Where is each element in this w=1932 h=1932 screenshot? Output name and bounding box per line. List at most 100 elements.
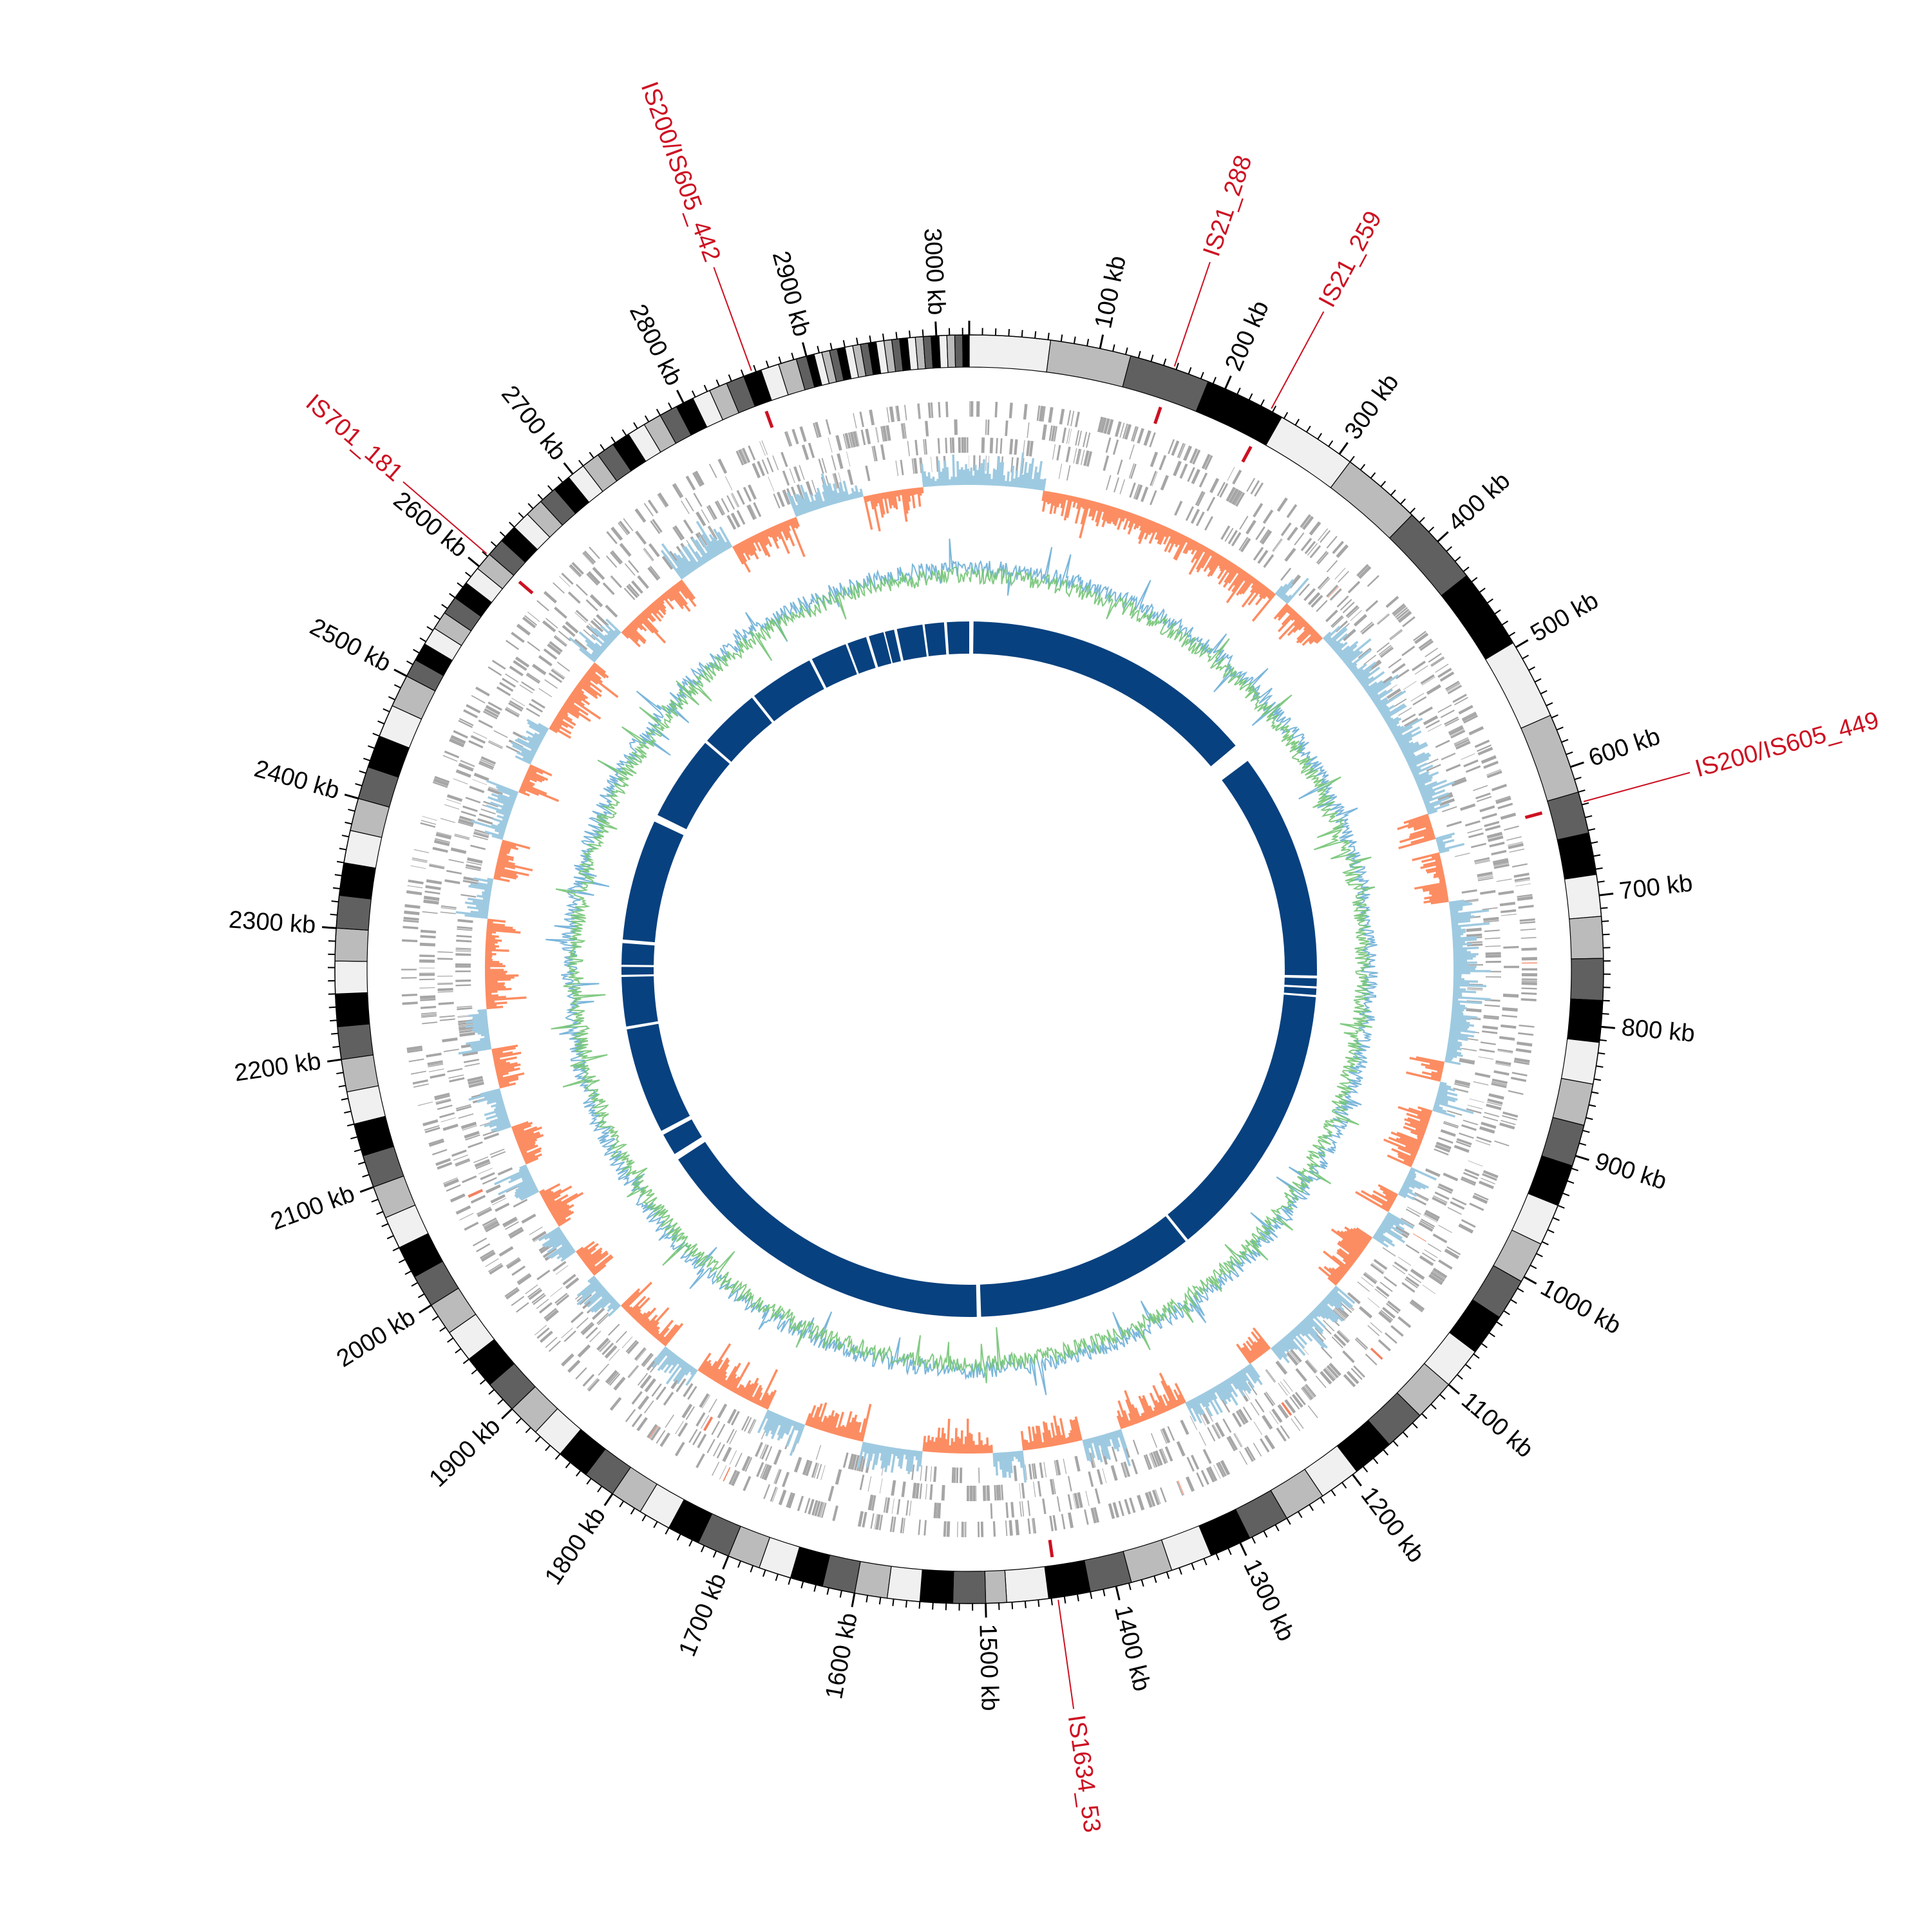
gc-skew-positive-bar — [544, 1233, 565, 1248]
gene-tile — [806, 481, 813, 497]
gene-tile — [1143, 430, 1151, 446]
gene-tile — [637, 1372, 649, 1386]
gc-skew-positive-bar — [1329, 639, 1338, 648]
gc-skew-positive-bar — [988, 473, 991, 486]
minor-tick — [1454, 556, 1461, 562]
gc-skew-positive-bar — [1452, 938, 1477, 942]
gc-skew-positive-bar — [1390, 724, 1401, 733]
gc-skew-negative-bar — [820, 1416, 828, 1431]
gc-skew-positive-bar — [790, 495, 800, 516]
gene-tile — [1066, 410, 1072, 426]
gc-skew-negative-bar — [1417, 1114, 1430, 1121]
gene-tile — [1479, 1126, 1495, 1134]
gc-skew-negative-bar — [867, 495, 871, 502]
gc-skew-positive-bar — [1408, 1170, 1417, 1177]
gene-tile — [1426, 684, 1441, 695]
gc-skew-positive-bar — [695, 539, 710, 562]
minor-tick — [1428, 526, 1435, 533]
gc-skew-positive-bar — [1448, 899, 1464, 904]
gc-skew-negative-bar — [1227, 566, 1241, 584]
gc-skew-negative-bar — [1328, 1267, 1343, 1280]
gc-skew-positive-bar — [943, 460, 947, 486]
gc-skew-positive-bar — [1244, 1367, 1257, 1384]
gc-skew-negative-bar — [678, 580, 694, 601]
gene-tile — [444, 750, 460, 759]
gene-tile — [608, 1323, 620, 1336]
gc-skew-negative-bar — [1433, 874, 1444, 878]
minor-tick — [1112, 344, 1115, 352]
gene-tile — [1419, 1220, 1434, 1229]
gene-tile — [1286, 1352, 1299, 1366]
gene-tile — [643, 503, 654, 516]
gene-tile — [643, 1400, 654, 1414]
gene-tile — [1206, 1467, 1215, 1482]
gene-tile — [475, 687, 490, 697]
minor-tick — [1037, 1600, 1040, 1607]
gc-skew-positive-bar — [472, 1017, 488, 1021]
gc-skew-positive-bar — [946, 467, 949, 486]
tick-label: 3000 kb — [918, 227, 950, 316]
gc-skew-positive-bar — [497, 788, 517, 798]
gene-tile — [859, 1474, 865, 1490]
gene-tile — [1257, 549, 1269, 564]
minor-tick — [359, 770, 366, 774]
ideogram-band — [954, 334, 963, 368]
gc-skew-positive-bar — [1406, 1174, 1416, 1180]
gene-tile — [547, 643, 562, 656]
gc-skew-negative-bar — [855, 1421, 862, 1441]
gc-skew-positive-bar — [1204, 1391, 1220, 1416]
minor-tick — [1412, 1422, 1418, 1429]
gc-skew-negative-bar — [575, 1246, 584, 1254]
gene-tile — [628, 1365, 639, 1379]
gc-skew-positive-bar — [1338, 641, 1359, 658]
gene-tile — [448, 858, 464, 864]
gc-skew-negative-bar — [1336, 1249, 1355, 1264]
gene-tile — [761, 1444, 769, 1460]
gene-tile — [956, 1467, 959, 1483]
major-tick — [676, 390, 685, 404]
ideogram-band — [334, 927, 369, 962]
gene-tile — [433, 839, 450, 847]
gene-tile — [1283, 1379, 1293, 1392]
gc-skew-positive-bar — [1327, 626, 1347, 645]
gene-tile — [483, 800, 498, 808]
gene-tile — [1432, 1267, 1448, 1279]
gc-skew-negative-bar — [1391, 1148, 1416, 1160]
gc-skew-positive-bar — [601, 1296, 614, 1309]
gc-skew-positive-bar — [1365, 680, 1383, 694]
gene-tile — [412, 1079, 428, 1085]
gene-tile — [1326, 536, 1338, 549]
gene-tile — [460, 759, 475, 767]
gc-skew-negative-bar — [703, 1363, 712, 1375]
gene-tile — [1205, 1408, 1213, 1422]
gc-skew-positive-bar — [1421, 790, 1435, 798]
gene-tile — [732, 493, 740, 507]
gc-skew-negative-bar — [570, 692, 582, 703]
gc-skew-positive-bar — [1401, 743, 1420, 754]
gc-skew-positive-bar — [485, 804, 511, 815]
minor-tick — [1488, 1332, 1495, 1338]
gc-skew-negative-bar — [1414, 823, 1432, 831]
gc-skew-positive-bar — [1325, 636, 1332, 643]
gc-skew-positive-bar — [484, 830, 504, 838]
minor-tick — [1073, 336, 1076, 344]
gene-tile — [1441, 753, 1456, 761]
gene-tile — [696, 1453, 705, 1468]
gene-tile — [1084, 1509, 1089, 1525]
gene-tile — [457, 926, 473, 930]
gc-skew-positive-bar — [491, 793, 515, 804]
gene-tile — [404, 904, 421, 909]
gc-skew-positive-bar — [802, 498, 810, 513]
gene-tile — [1474, 859, 1490, 864]
gene-tile — [882, 426, 888, 442]
gc-skew-positive-bar — [478, 1010, 488, 1014]
gc-skew-negative-bar — [643, 610, 655, 623]
gc-skew-negative-bar — [1195, 544, 1205, 560]
gc-skew-negative-bar — [500, 843, 518, 851]
gene-tile — [1515, 879, 1531, 883]
gene-tile — [1466, 1008, 1482, 1012]
gc-skew-negative-bar — [670, 587, 691, 612]
gene-tile — [1148, 1491, 1156, 1507]
gc-skew-positive-bar — [1376, 1231, 1393, 1244]
gene-tile — [1220, 525, 1231, 540]
